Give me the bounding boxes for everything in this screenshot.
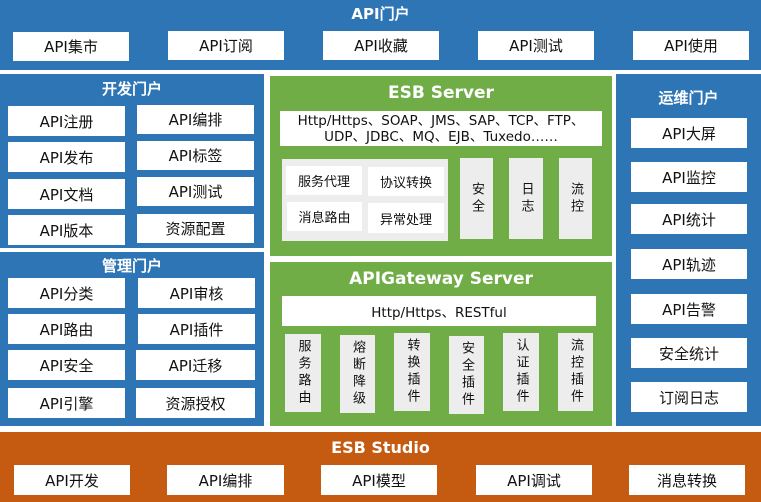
- gateway-plugin-label: 转换插件: [404, 338, 420, 406]
- esb-studio-item[interactable]: API开发: [14, 465, 130, 495]
- ops-portal-item[interactable]: API告警: [631, 294, 747, 324]
- ops-portal-item[interactable]: API轨迹: [631, 249, 747, 279]
- mgmt-portal-item[interactable]: API迁移: [136, 350, 255, 380]
- gateway-plugin-label: 安全插件: [459, 341, 474, 409]
- esb-studio-panel: ESB Studio API开发 API编排 API模型 API调试 消息转换: [0, 432, 761, 502]
- gateway-plugin[interactable]: 流控插件: [558, 333, 593, 411]
- dev-portal-item[interactable]: API测试: [137, 177, 254, 206]
- esb-studio-item[interactable]: 消息转换: [629, 465, 745, 495]
- esb-function-item[interactable]: 协议转换: [368, 167, 444, 196]
- gateway-plugin[interactable]: 认证插件: [503, 333, 539, 411]
- ops-portal-title: 运维门户: [658, 89, 719, 107]
- esb-protocols-line1: Http/Https、SOAP、JMS、SAP、TCP、FTP、: [297, 113, 585, 129]
- gateway-plugin-label: 熔断降级: [350, 340, 365, 408]
- gateway-server-panel: APIGateway Server Http/Https、RESTful 服务路…: [270, 262, 612, 426]
- ops-portal-item[interactable]: API统计: [631, 204, 747, 234]
- gateway-protocols-box: Http/Https、RESTful: [282, 296, 596, 326]
- dev-portal-item[interactable]: API版本: [8, 215, 125, 245]
- api-portal-title: API门户: [351, 5, 410, 23]
- esb-studio-item[interactable]: API模型: [321, 465, 437, 495]
- mgmt-portal-item[interactable]: 资源授权: [136, 388, 255, 418]
- esb-module-label: 安全: [469, 181, 484, 216]
- esb-module-flow-control[interactable]: 流控: [559, 158, 592, 239]
- mgmt-portal-panel: 管理门户 API分类 API审核 API路由 API插件 API安全 API迁移…: [0, 252, 264, 426]
- dev-portal-item[interactable]: API文档: [8, 179, 125, 209]
- dev-portal-item[interactable]: 资源配置: [137, 214, 254, 243]
- mgmt-portal-title: 管理门户: [101, 257, 162, 275]
- esb-module-label: 日志: [518, 181, 534, 216]
- ops-portal-panel: 运维门户 API大屏 API监控 API统计 API轨迹 API告警 安全统计 …: [616, 74, 761, 426]
- mgmt-portal-item[interactable]: API引擎: [8, 388, 125, 418]
- ops-portal-item[interactable]: API监控: [631, 162, 747, 192]
- esb-functions-group: 服务代理 协议转换 消息路由 异常处理: [282, 159, 448, 241]
- esb-function-item[interactable]: 消息路由: [287, 202, 362, 231]
- esb-protocols-box: Http/Https、SOAP、JMS、SAP、TCP、FTP、 UDP、JDB…: [280, 111, 602, 146]
- esb-module-log[interactable]: 日志: [509, 158, 543, 239]
- gateway-server-title: APIGateway Server: [349, 269, 533, 289]
- dev-portal-panel: 开发门户 API注册 API编排 API发布 API标签 API文档 API测试…: [0, 74, 264, 248]
- esb-module-security[interactable]: 安全: [460, 158, 493, 239]
- ops-portal-item[interactable]: API大屏: [631, 118, 747, 148]
- gateway-plugin-label: 认证插件: [513, 338, 529, 406]
- esb-function-item[interactable]: 服务代理: [286, 166, 362, 195]
- esb-module-label: 流控: [568, 181, 583, 216]
- gateway-plugin-label: 流控插件: [568, 338, 583, 406]
- gateway-plugin[interactable]: 转换插件: [394, 333, 430, 411]
- mgmt-portal-item[interactable]: API插件: [138, 314, 255, 344]
- gateway-plugin[interactable]: 安全插件: [449, 336, 484, 414]
- gateway-plugin[interactable]: 服务路由: [285, 334, 321, 412]
- gateway-plugin-label: 服务路由: [295, 339, 311, 407]
- api-portal-item[interactable]: API集市: [13, 32, 129, 61]
- mgmt-portal-item[interactable]: API安全: [8, 350, 125, 380]
- api-portal-item[interactable]: API使用: [633, 31, 749, 60]
- dev-portal-item[interactable]: API注册: [8, 106, 125, 136]
- api-portal-item[interactable]: API测试: [478, 31, 594, 60]
- dev-portal-title: 开发门户: [101, 80, 162, 98]
- mgmt-portal-item[interactable]: API路由: [8, 314, 125, 344]
- esb-protocols-line2: UDP、JDBC、MQ、EJB、Tuxedo……: [324, 129, 558, 145]
- dev-portal-item[interactable]: API标签: [137, 141, 254, 170]
- esb-studio-item[interactable]: API调试: [476, 465, 592, 495]
- esb-function-item[interactable]: 异常处理: [368, 203, 444, 233]
- mgmt-portal-item[interactable]: API审核: [138, 278, 255, 308]
- dev-portal-item[interactable]: API发布: [8, 142, 125, 172]
- dev-portal-item[interactable]: API编排: [137, 105, 254, 134]
- mgmt-portal-item[interactable]: API分类: [8, 278, 125, 308]
- ops-portal-item[interactable]: 安全统计: [631, 338, 747, 368]
- api-portal-panel: API门户 API集市 API订阅 API收藏 API测试 API使用: [0, 0, 761, 70]
- esb-studio-title: ESB Studio: [331, 438, 430, 457]
- api-portal-item[interactable]: API订阅: [168, 31, 284, 60]
- esb-server-title: ESB Server: [388, 83, 494, 103]
- api-portal-item[interactable]: API收藏: [323, 31, 439, 60]
- ops-portal-item[interactable]: 订阅日志: [631, 382, 747, 412]
- gateway-plugin[interactable]: 熔断降级: [340, 335, 375, 413]
- esb-server-panel: ESB Server Http/Https、SOAP、JMS、SAP、TCP、F…: [270, 76, 612, 256]
- esb-studio-item[interactable]: API编排: [167, 465, 284, 495]
